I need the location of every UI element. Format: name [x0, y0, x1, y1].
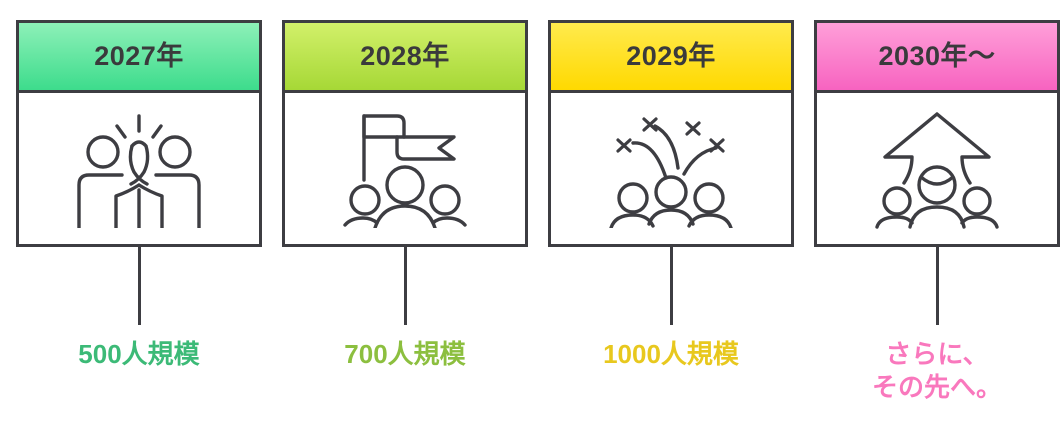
milestone-header-2030: 2030年〜: [817, 23, 1057, 93]
milestone-scale-label-2027: 500人規模: [78, 339, 200, 369]
milestone-2029: 2029年: [548, 0, 794, 426]
milestone-card-2028[interactable]: 2028年: [282, 20, 528, 247]
milestone-connector-line: [669, 247, 673, 325]
flag-with-three-people-icon: [343, 113, 467, 228]
milestone-connector-line: [137, 247, 141, 325]
milestone-card-2029[interactable]: 2029年: [548, 20, 794, 247]
milestone-year-label: 2028年: [360, 41, 450, 71]
milestone-header-2027: 2027年: [19, 23, 259, 93]
milestone-header-2029: 2029年: [551, 23, 791, 93]
milestone-icon-2028: [285, 93, 525, 244]
milestone-icon-2027: [19, 93, 259, 244]
celebration-confetti-three-people-icon: [609, 116, 733, 228]
milestone-year-label: 2030年〜: [878, 41, 996, 71]
milestone-connector-line: [935, 247, 939, 325]
milestone-year-label: 2029年: [626, 41, 716, 71]
milestone-icon-2030: [817, 93, 1057, 244]
milestone-2027: 2027年: [16, 0, 262, 426]
milestone-card-2027[interactable]: 2027年: [16, 20, 262, 247]
milestone-scale-label-2029: 1000人規模: [603, 339, 739, 369]
milestone-scale-label-2030: さらに、 その先へ。: [871, 339, 1002, 403]
milestone-icon-2029: [551, 93, 791, 244]
milestone-scale-label-2028: 700人規模: [344, 339, 466, 369]
up-arrow-three-people-icon: [875, 111, 999, 229]
milestone-2028: 2028年: [282, 0, 528, 426]
milestone-card-2030[interactable]: 2030年〜: [814, 20, 1060, 247]
milestone-connector-line: [403, 247, 407, 325]
high-five-two-people-icon: [77, 113, 201, 228]
milestone-year-label: 2027年: [94, 41, 184, 71]
milestone-header-2028: 2028年: [285, 23, 525, 93]
milestone-2030: 2030年〜: [814, 0, 1060, 426]
